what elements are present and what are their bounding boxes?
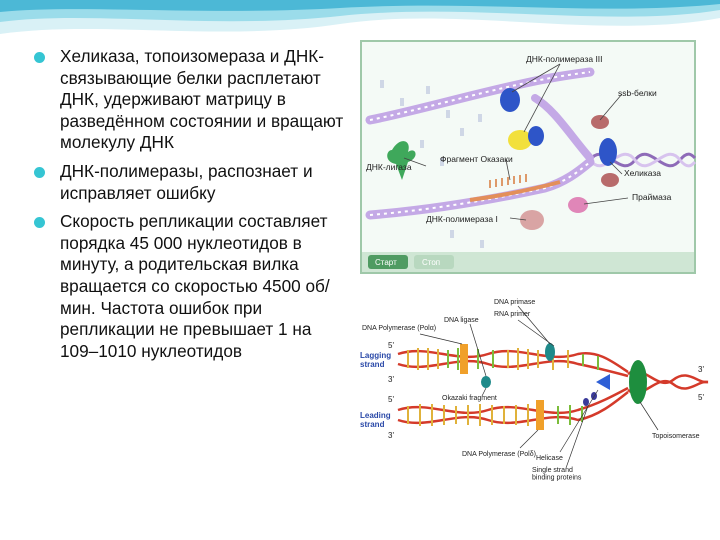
start-button[interactable]: Старт (368, 255, 408, 269)
callout-lines-en (419, 305, 659, 469)
label-5-right: 5' (698, 393, 704, 402)
pol-alpha-icon (460, 344, 468, 374)
label-en-topo: Topoisomerase (652, 433, 700, 440)
replication-fork-figure-ru: ДНК-полимераза III ssb-белки Фрагмент Ок… (360, 40, 696, 274)
label-ligase: ДНК-лигаза (366, 162, 412, 172)
primase-icon-en (545, 343, 555, 361)
callout-lines (403, 63, 629, 221)
label-dna-pol3: ДНК-полимераза III (526, 54, 603, 64)
label-5-bottom: 5' (388, 395, 394, 404)
label-3-top: 3' (388, 375, 394, 384)
ssb-protein-icon (591, 115, 609, 129)
free-nucleotides (380, 80, 484, 248)
bullet-dot-icon (34, 166, 45, 178)
leading-rungs (407, 404, 529, 426)
label-line: Single strand (532, 467, 573, 474)
helicase-icon (599, 138, 617, 166)
bullet-item: Хеликаза, топоизомераза и ДНК-связывающи… (34, 46, 344, 154)
okazaki-ladder (489, 174, 527, 188)
label-line: Leading (360, 411, 391, 420)
pol-delta-icon (536, 400, 544, 430)
primase-icon (568, 197, 588, 213)
label-en-primer: RNA primer (494, 311, 531, 318)
polymerase-i-icon (520, 210, 544, 230)
label-3-bottom: 3' (388, 431, 394, 440)
label-en-okazaki: Okazaki fragment (442, 395, 497, 402)
label-5-top: 5' (388, 341, 394, 350)
stop-button[interactable]: Стоп (414, 255, 454, 269)
label-3-right: 3' (698, 365, 704, 374)
polymerase-iii-icon (500, 88, 520, 112)
header-wave (0, 0, 720, 34)
bullet-item: Скорость репликации составляет порядка 4… (34, 211, 344, 362)
ligase-icon (387, 141, 416, 180)
label-line: binding proteins (532, 475, 582, 482)
bullet-text: Скорость репликации составляет порядка 4… (60, 211, 330, 361)
ligase-icon-en (481, 376, 491, 388)
ssb-protein-icon (601, 173, 619, 187)
replication-fork-figure-en: DNA primase RNA primer DNA Polymerase (P… (360, 299, 709, 482)
control-bar (362, 252, 694, 272)
helicase-icon-en (596, 374, 610, 390)
lagging-rungs-green (447, 348, 599, 370)
label-primase: Праймаза (632, 192, 672, 202)
label-line: Lagging (360, 351, 391, 360)
label-okazaki: Фрагмент Оказаки (440, 154, 513, 164)
bullet-list: Хеликаза, топоизомераза и ДНК-связывающи… (34, 46, 344, 369)
label-en-ligase: DNA ligase (444, 317, 479, 324)
label-en-pol-delta: DNA Polymerase (Polδ) (462, 451, 536, 458)
polymerase-iii-icon (528, 126, 544, 146)
lagging-strand-helix (397, 349, 629, 378)
leading-rungs-green (557, 405, 583, 425)
topoisomerase-icon (629, 360, 647, 404)
start-button-label: Старт (375, 258, 397, 267)
bullet-text: ДНК-полимеразы, распознает и исправляет … (60, 160, 313, 203)
label-ssb: ssb-белки (618, 88, 657, 98)
label-en-primase: DNA primase (494, 299, 535, 306)
bullet-dot-icon (34, 217, 45, 229)
label-helicase: Хеликаза (624, 168, 661, 178)
lower-strand (365, 157, 595, 220)
label-line: strand (360, 360, 385, 369)
bullet-text: Хеликаза, топоизомераза и ДНК-связывающи… (60, 46, 344, 153)
bullet-dot-icon (34, 52, 45, 63)
bullet-item: ДНК-полимеразы, распознает и исправляет … (34, 161, 344, 204)
label-en-helicase: Helicase (536, 455, 563, 462)
label-line: strand (360, 420, 385, 429)
polymerase-iii-icon (508, 130, 532, 150)
ssb-icon-en (583, 398, 589, 406)
upper-strand (365, 67, 595, 162)
label-en-pol1: DNA Polymerase (Polα) (362, 325, 436, 332)
stop-button-label: Стоп (422, 258, 440, 267)
leading-strand-helix (397, 386, 629, 425)
label-dna-pol1: ДНК-полимераза I (426, 214, 498, 224)
